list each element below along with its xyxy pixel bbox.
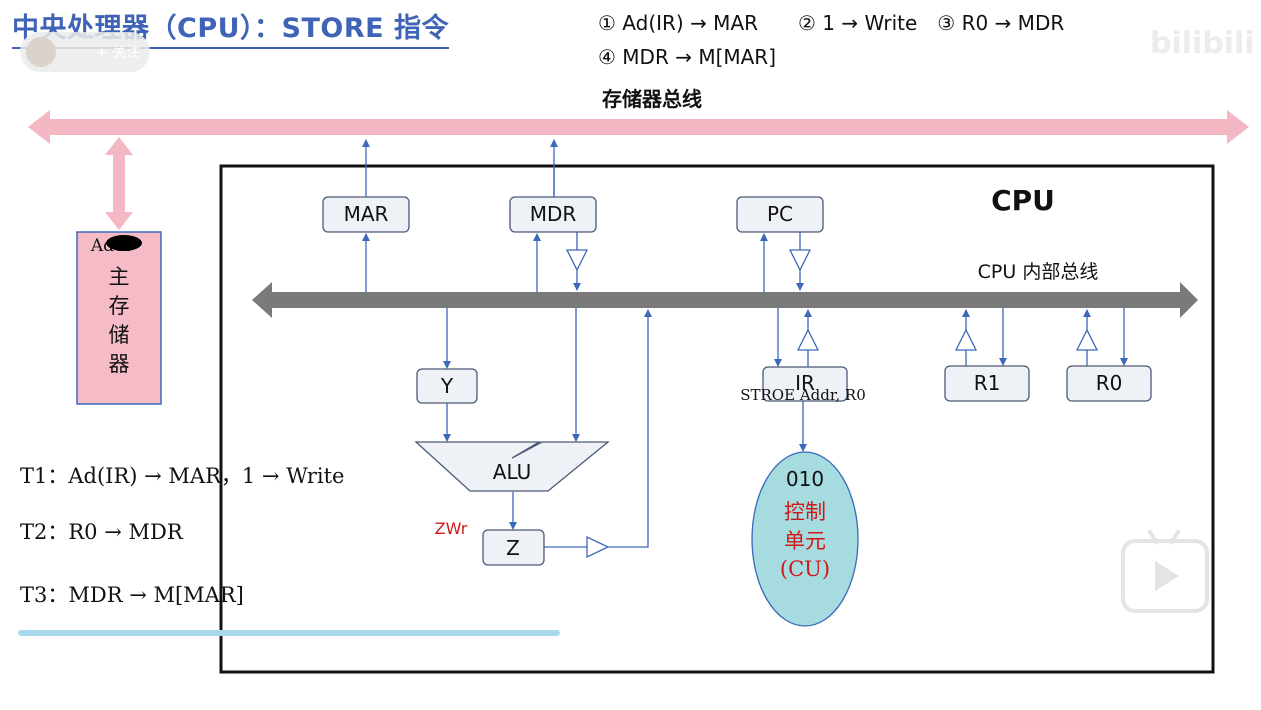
- z-register: [482, 529, 545, 566]
- cu-label-line-2: 单元: [784, 529, 826, 553]
- z-gate: [586, 535, 610, 559]
- control-unit: [751, 451, 859, 627]
- avatar: [26, 37, 56, 67]
- follow-button[interactable]: + 关注: [20, 32, 150, 72]
- cpu-bus-label: CPU 内部总线: [978, 261, 1099, 283]
- memory-bus-label: 存储器总线: [602, 87, 702, 111]
- timing-t3: T3：MDR → M[MAR]: [20, 583, 244, 607]
- r1-label: R1: [974, 371, 1001, 395]
- mar-label: MAR: [344, 202, 389, 226]
- steps-line-2: ④ MDR → M[MAR]: [598, 45, 777, 69]
- z-to-bus-wire: [608, 309, 652, 548]
- steps-line-1: ① Ad(IR) → MAR ② 1 → Write ③ R0 → MDR: [598, 11, 1065, 35]
- memory-bus: [28, 110, 1249, 144]
- mdr-register: [509, 196, 597, 233]
- r1-gate: [954, 328, 978, 351]
- mar-register: [322, 196, 410, 233]
- cpu-box: [219, 164, 1215, 674]
- r0-gate: [1075, 328, 1099, 351]
- progress-bar[interactable]: [18, 630, 560, 636]
- timing-t1: T1：Ad(IR) → MAR，1 → Write: [20, 464, 345, 488]
- cu-label-line-3: (CU): [780, 557, 830, 581]
- y-register: [416, 368, 478, 404]
- memory-bus-connector: [105, 137, 133, 230]
- ir-gate: [796, 328, 820, 351]
- cpu-label: CPU: [991, 184, 1055, 217]
- zwr-label: ZWr: [435, 519, 468, 538]
- r0-register: [1066, 365, 1152, 402]
- z-label: Z: [506, 536, 520, 560]
- cu-label-line-1: 控制: [784, 500, 826, 524]
- mdr-gate: [565, 249, 589, 272]
- main-memory-char-1: 主: [109, 265, 130, 289]
- bilibili-watermark: bilibili: [1150, 26, 1255, 61]
- timing-t2: T2：R0 → MDR: [20, 520, 183, 544]
- ir-label: IR: [795, 371, 815, 395]
- main-memory-box: [76, 231, 162, 405]
- alu-label: ALU: [493, 460, 531, 484]
- play-button[interactable]: [1121, 539, 1209, 613]
- main-memory-char-4: 器: [109, 352, 130, 376]
- play-icon: [1155, 561, 1179, 591]
- ir-instruction: STROE Addr, R0: [740, 386, 866, 404]
- main-memory-char-3: 储: [109, 323, 130, 347]
- alu-shape: [414, 441, 610, 492]
- cpu-internal-bus: [252, 282, 1198, 318]
- main-memory-char-2: 存: [109, 294, 130, 318]
- r0-label: R0: [1096, 371, 1123, 395]
- y-label: Y: [440, 374, 454, 398]
- pc-label: PC: [767, 202, 793, 226]
- mdr-label: MDR: [530, 202, 577, 226]
- cu-code: 010: [786, 467, 824, 491]
- ir-register: [762, 366, 848, 402]
- r1-register: [944, 365, 1030, 402]
- follow-label: + 关注: [96, 45, 141, 61]
- pc-register: [736, 196, 824, 233]
- pc-gate: [788, 249, 812, 272]
- redaction-blot: [106, 235, 142, 251]
